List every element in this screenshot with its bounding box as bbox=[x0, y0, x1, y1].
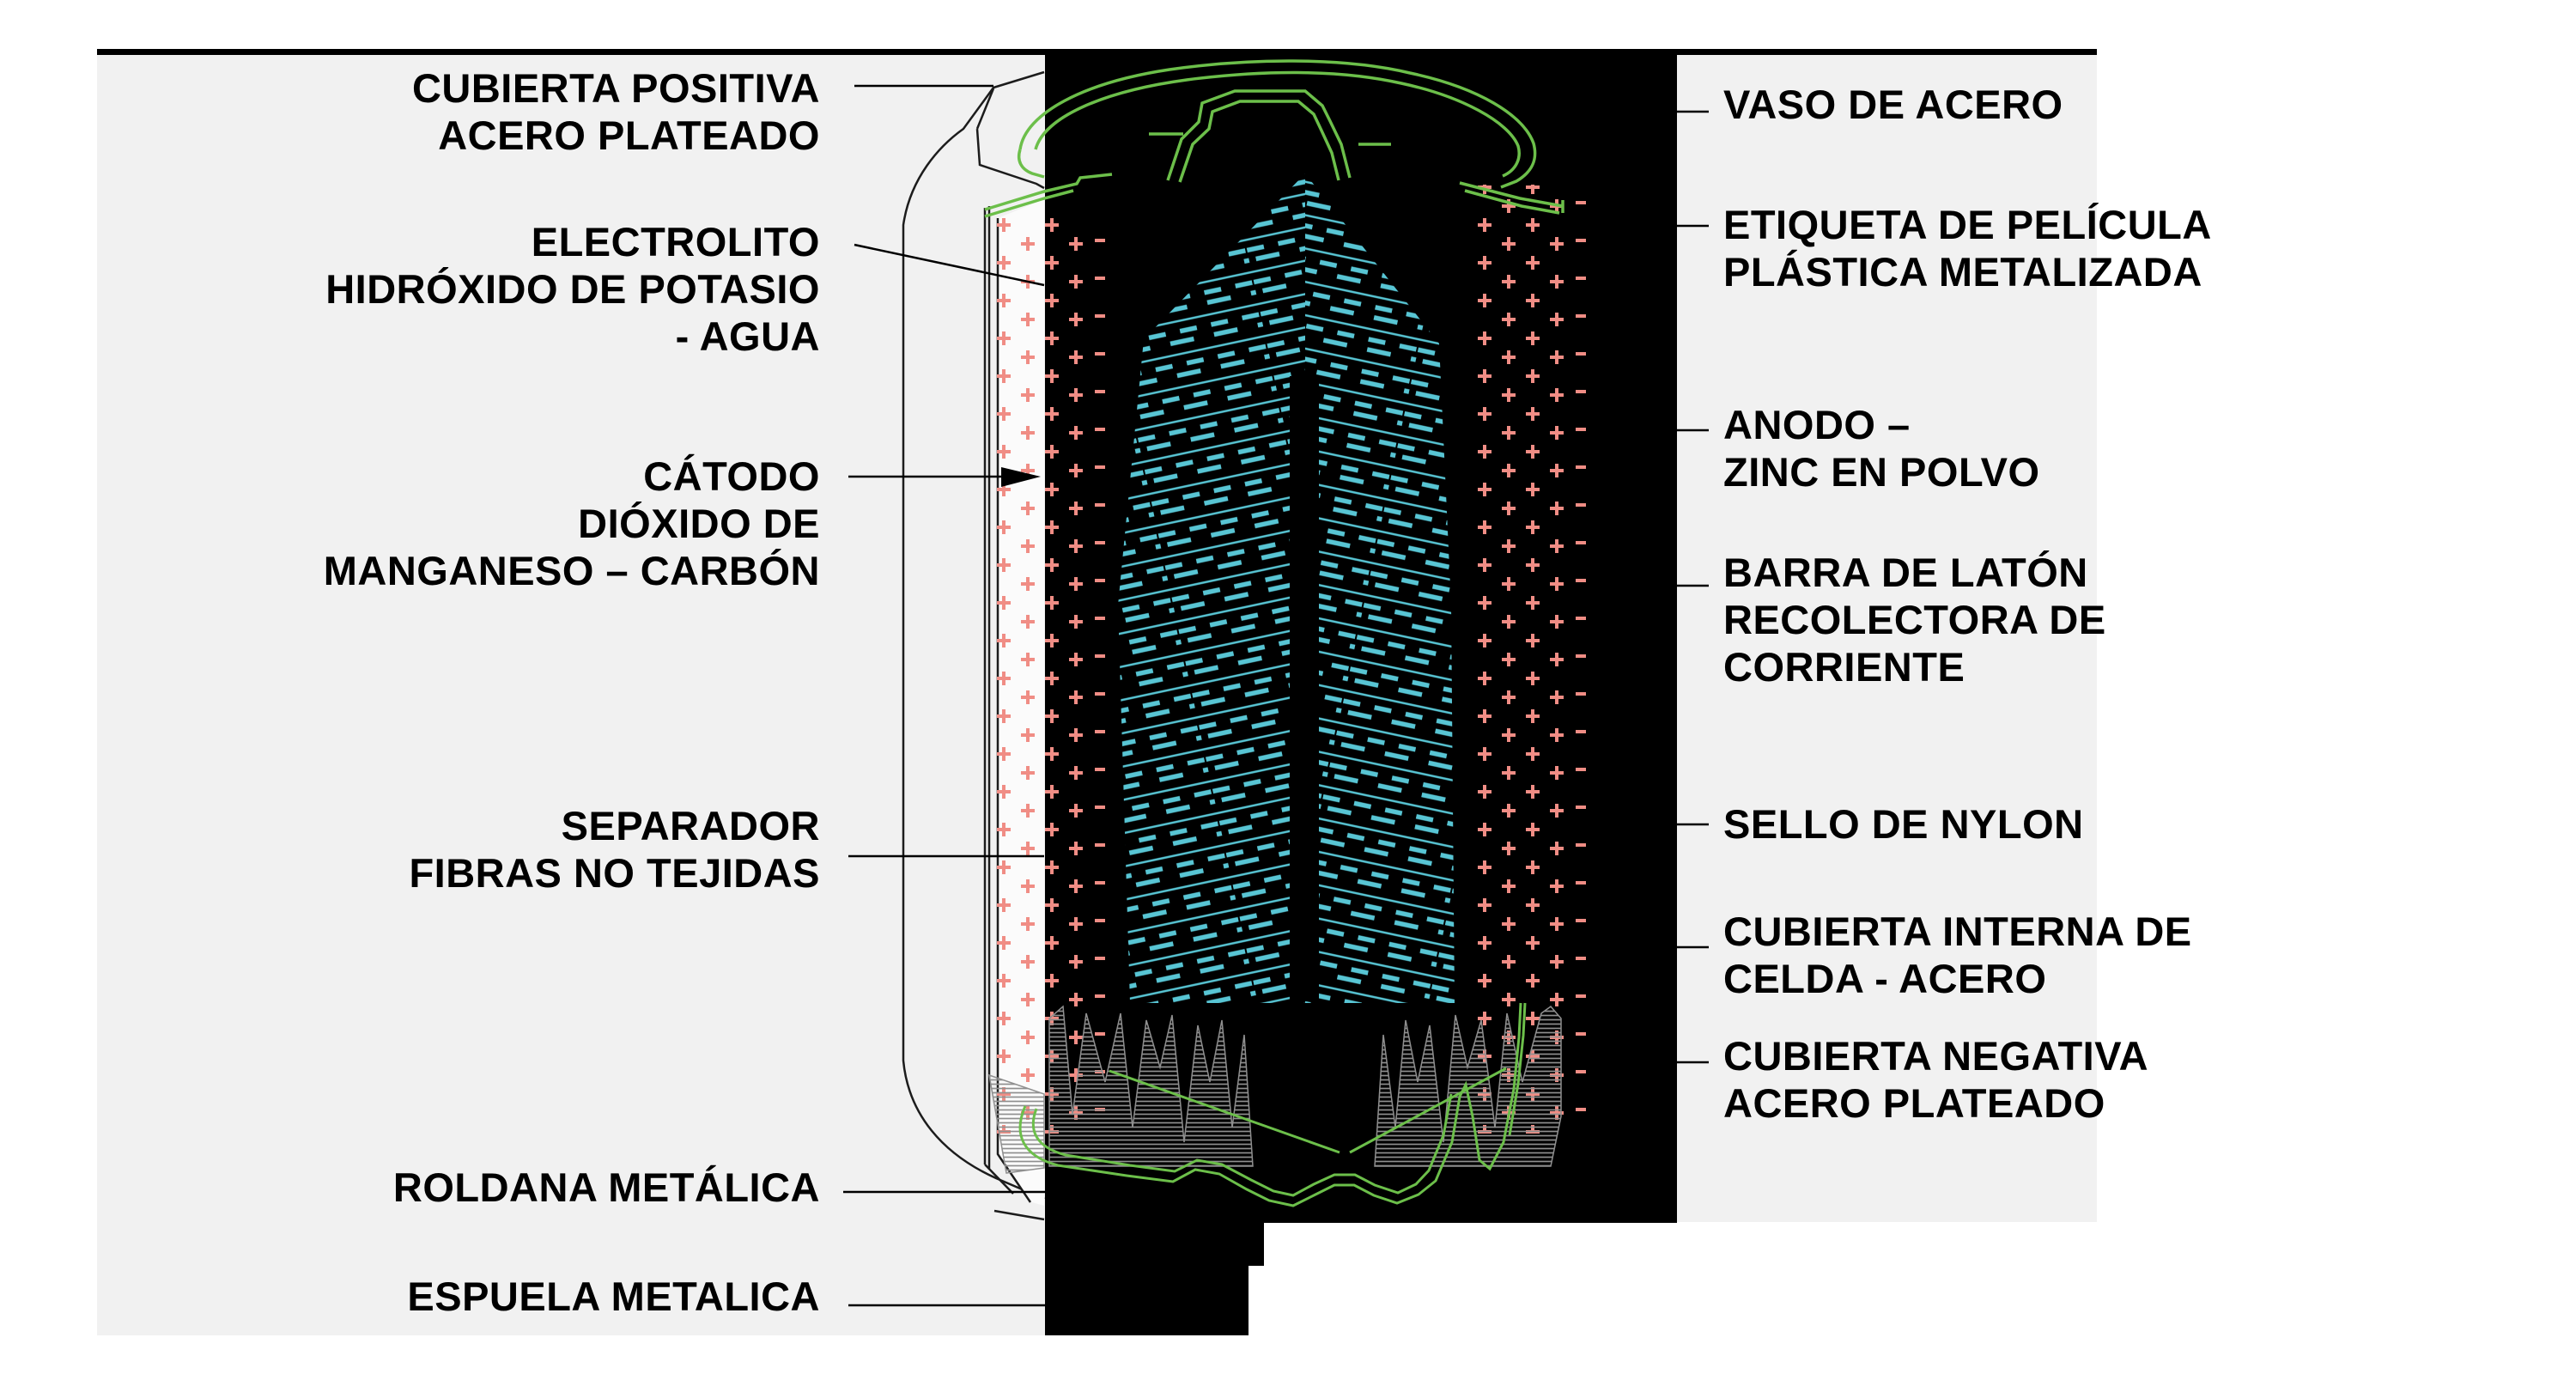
label-cubierta-interna: CUBIERTA INTERNA DE CELDA - ACERO bbox=[1723, 908, 2192, 1002]
label-line: VASO DE ACERO bbox=[1723, 82, 2063, 127]
label-espuela: ESPUELA METALICA bbox=[407, 1273, 820, 1320]
leader-ticks-right bbox=[1677, 110, 1709, 1064]
label-line: FIBRAS NO TEJIDAS bbox=[409, 850, 820, 896]
label-line: MANGANESO – CARBÓN bbox=[323, 548, 820, 593]
label-line: CUBIERTA NEGATIVA bbox=[1723, 1033, 2149, 1079]
label-line: CELDA - ACERO bbox=[1723, 956, 2047, 1001]
brass-bar-gap bbox=[1290, 376, 1319, 1001]
label-line: ESPUELA METALICA bbox=[407, 1274, 820, 1319]
label-line: CUBIERTA INTERNA DE bbox=[1723, 909, 2192, 954]
label-line: ANODO – bbox=[1723, 402, 1911, 447]
label-line: CUBIERTA POSITIVA bbox=[411, 65, 820, 111]
label-cubierta-positiva: CUBIERTA POSITIVA ACERO PLATEADO bbox=[412, 64, 820, 159]
negative-cover-green bbox=[1018, 1002, 1527, 1207]
label-line: RECOLECTORA DE bbox=[1723, 597, 2106, 642]
label-anodo: ANODO – ZINC EN POLVO bbox=[1723, 401, 2040, 495]
label-line: HIDRÓXIDO DE POTASIO bbox=[325, 266, 820, 312]
label-line: ACERO PLATEADO bbox=[438, 112, 820, 158]
label-line: ZINC EN POLVO bbox=[1723, 449, 2040, 495]
label-vaso: VASO DE ACERO bbox=[1723, 81, 2063, 128]
positive-cover-green bbox=[984, 59, 1564, 218]
label-barra: BARRA DE LATÓN RECOLECTORA DE CORRIENTE bbox=[1723, 549, 2106, 690]
label-line: SEPARADOR bbox=[561, 803, 820, 848]
cathode-plus-marks bbox=[992, 185, 1589, 1134]
label-line: PLÁSTICA METALIZADA bbox=[1723, 249, 2202, 295]
label-electrolito: ELECTROLITO HIDRÓXIDO DE POTASIO - AGUA bbox=[325, 218, 820, 360]
label-roldana: ROLDANA METÁLICA bbox=[393, 1164, 820, 1211]
label-line: SELLO DE NYLON bbox=[1723, 801, 2084, 847]
label-line: DIÓXIDO DE bbox=[578, 501, 820, 546]
label-sello: SELLO DE NYLON bbox=[1723, 800, 2084, 848]
label-line: ROLDANA METÁLICA bbox=[392, 1164, 820, 1210]
top-border-line bbox=[97, 49, 2097, 55]
label-separador: SEPARADOR FIBRAS NO TEJIDAS bbox=[409, 802, 820, 897]
label-line: CORRIENTE bbox=[1723, 644, 1965, 690]
catodo-leader-arrowhead bbox=[1001, 467, 1041, 487]
label-line: ETIQUETA DE PELÍCULA bbox=[1723, 202, 2212, 247]
label-line: - AGUA bbox=[675, 313, 820, 359]
label-line: CÁTODO bbox=[643, 453, 820, 499]
label-line: ACERO PLATEADO bbox=[1723, 1080, 2105, 1126]
label-cubierta-negativa: CUBIERTA NEGATIVA ACERO PLATEADO bbox=[1723, 1032, 2148, 1127]
label-etiqueta: ETIQUETA DE PELÍCULA PLÁSTICA METALIZADA bbox=[1723, 201, 2212, 295]
label-line: BARRA DE LATÓN bbox=[1723, 550, 2088, 595]
leader-lines-left bbox=[843, 84, 1045, 1307]
label-line: ELECTROLITO bbox=[531, 219, 820, 264]
label-catodo: CÁTODO DIÓXIDO DE MANGANESO – CARBÓN bbox=[324, 453, 820, 594]
